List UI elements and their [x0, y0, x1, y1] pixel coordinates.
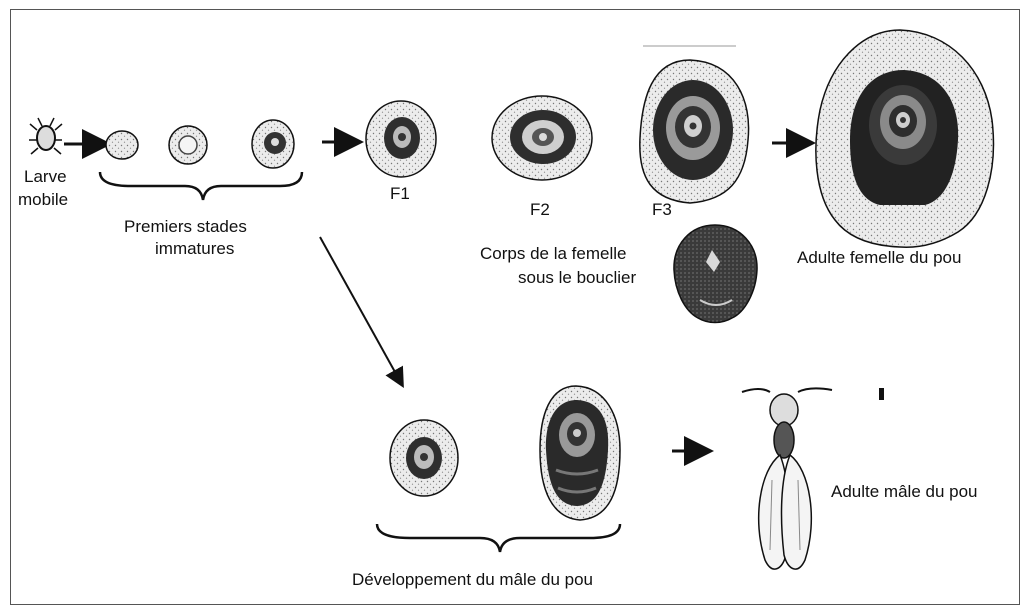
f2-label: F2	[530, 200, 550, 219]
larva-label-line1: Larve	[24, 167, 67, 186]
immature-stage-2-icon	[169, 126, 207, 164]
f1-label: F1	[390, 184, 410, 203]
adult-male-actual-size-icon	[879, 388, 884, 400]
male-development-label: Développement du mâle du pou	[352, 570, 593, 589]
f3-stage-icon	[640, 60, 749, 203]
f1-stage-icon	[366, 101, 436, 177]
f2-stage-icon	[492, 96, 592, 180]
brace-male-development	[377, 524, 620, 552]
brace-immature-stages	[100, 172, 302, 200]
adult-female-label: Adulte femelle du pou	[797, 248, 961, 267]
f3-label: F3	[652, 200, 672, 219]
immature-stage-3-icon	[252, 120, 294, 168]
adult-female-icon	[816, 30, 994, 247]
mobile-larva-icon	[29, 118, 62, 154]
female-body-label-line1: Corps de la femelle	[480, 244, 626, 263]
adult-male-label: Adulte mâle du pou	[831, 482, 978, 501]
male-stage-1-icon	[390, 420, 458, 496]
female-body-icon	[674, 225, 757, 323]
immature-label-line1: Premiers stades	[124, 217, 247, 236]
male-stage-2-icon	[540, 386, 620, 520]
female-body-label-line2: sous le bouclier	[518, 268, 636, 287]
immature-stage-1-icon	[106, 131, 138, 159]
larva-label-line2: mobile	[18, 190, 68, 209]
arrow-to-male-development	[320, 237, 400, 381]
immature-label-line2: immatures	[155, 239, 234, 258]
adult-male-icon	[742, 388, 832, 569]
